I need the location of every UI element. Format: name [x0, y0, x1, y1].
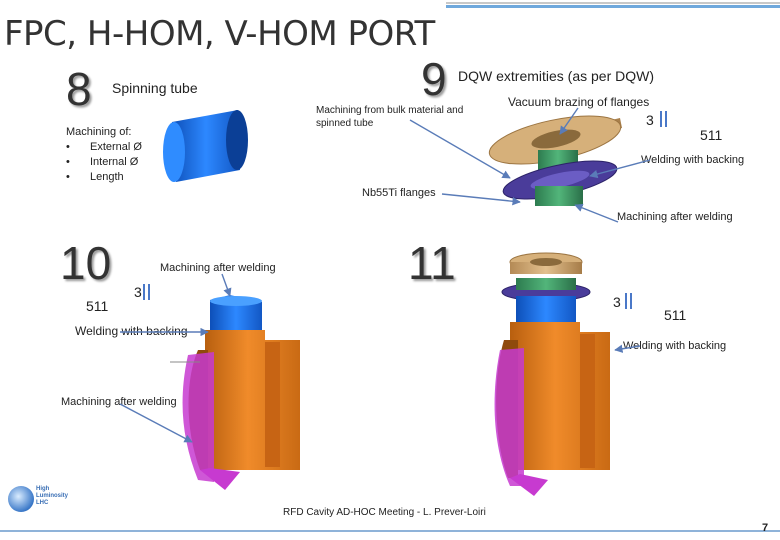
port-body-drawing-11 — [494, 252, 610, 496]
weld-symbol-number: 3 — [134, 284, 142, 300]
welding-with-backing-label: Welding with backing — [75, 324, 188, 338]
step-10-number: 10 — [60, 237, 112, 289]
welding-with-backing-label: Welding with backing — [623, 340, 727, 352]
footer-text: RFD Cavity AD-HOC Meeting - L. Prever-Lo… — [283, 507, 486, 518]
logo-globe-icon — [8, 486, 34, 512]
leader-arrows — [119, 107, 651, 443]
weld-process-code: 511 — [700, 127, 723, 143]
step-11-number: 11 — [408, 237, 456, 289]
header-rule-grey — [446, 2, 780, 4]
weld-process-code: 511 — [86, 298, 109, 314]
footer-rule — [0, 530, 780, 532]
machining-item: External Ø — [66, 140, 142, 155]
machining-list: Machining of: External Ø Internal Ø Leng… — [66, 125, 142, 185]
vacuum-brazing-label: Vacuum brazing of flanges — [508, 95, 650, 109]
spinning-tube-label: Spinning tube — [112, 80, 198, 96]
step-8-number: 8 — [66, 63, 92, 115]
weld-process-code: 511 — [664, 307, 687, 323]
machining-item: Length — [66, 170, 142, 185]
welding-with-backing-label: Welding with backing — [641, 154, 745, 166]
hl-lhc-logo: High Luminosity LHC — [8, 486, 68, 516]
weld-symbol-number: 3 — [613, 294, 621, 310]
page-number: 7 — [762, 522, 769, 534]
spinning-tube-drawing — [163, 110, 248, 182]
machining-from-bulk: Machining from bulk material and spinned… — [316, 105, 464, 129]
machining-after-welding-label: Machining after welding — [160, 262, 276, 274]
weld-symbols — [143, 111, 667, 309]
slide-title: FPC, H-HOM, V-HOM PORT — [4, 14, 435, 54]
flanges-label: Nb55Ti flanges — [362, 187, 436, 199]
machining-title: Machining of: — [66, 126, 132, 138]
header-rule-blue — [446, 5, 780, 8]
machining-after-welding-label: Machining after welding — [61, 396, 177, 408]
machining-item: Internal Ø — [66, 155, 142, 170]
machining-after-welding-label: Machining after welding — [617, 211, 733, 223]
dqw-extremities-label: DQW extremities (as per DQW) — [458, 68, 655, 84]
flange-assembly-drawing — [488, 115, 622, 206]
logo-text: High Luminosity LHC — [36, 486, 69, 506]
port-body-drawing-10 — [170, 295, 300, 490]
weld-symbol-number: 3 — [646, 112, 654, 128]
step-9-number: 9 — [421, 53, 447, 105]
